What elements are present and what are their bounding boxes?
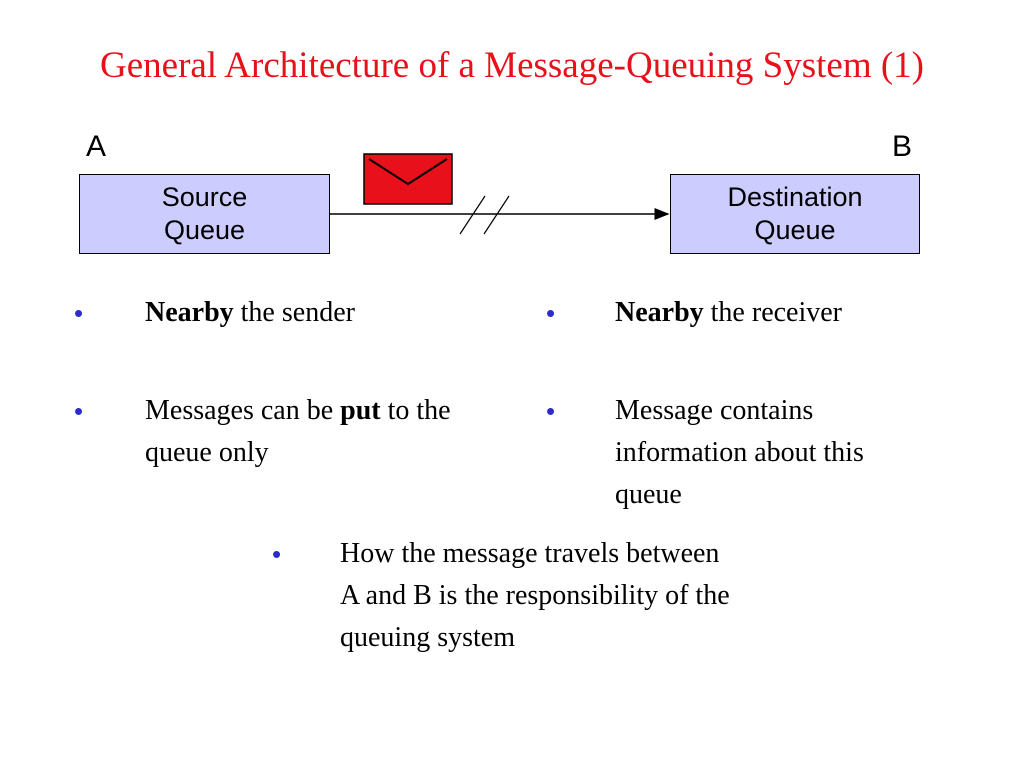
bullet-right-2-text: Message contains information about this … [615,395,864,510]
bullet-left-2: • Messages can be put to the queue only [70,390,510,474]
break-mark-1 [459,195,486,235]
bullet-bottom-text: How the message travels between A and B … [340,538,730,653]
source-queue-line2: Queue [163,215,246,245]
envelope-icon [363,153,453,205]
diagram-connectors [330,153,670,235]
bullet-right-1-bold: Nearby [615,297,704,328]
bullet-left-1-text: Nearby the sender [145,292,505,334]
bullet-left-2-post: to the queue only [145,395,451,468]
bullet-right-1-text: Nearby the receiver [615,292,975,334]
bullet-left-1-rest: the sender [233,297,355,328]
bullet-symbol: • [546,298,556,328]
source-queue-line1: Source [161,182,248,213]
bullet-left-1-bold: Nearby [145,297,234,328]
bullet-left-2-text: Messages can be put to the queue only [145,390,490,474]
source-queue-box: Source Queue [79,174,330,254]
bullet-left-1: • Nearby the sender [70,292,510,334]
bullet-symbol: • [74,298,84,328]
bullet-left-2-bold: put [340,395,381,426]
node-a-label: A [86,130,107,163]
bullet-symbol: • [74,396,84,426]
destination-queue-box: Destination Queue [670,174,920,254]
break-mark-2 [483,195,510,235]
bullet-right-1: • Nearby the receiver [542,292,982,334]
bullet-symbol: • [546,396,556,426]
bullet-symbol: • [272,539,282,569]
bullet-left-2-pre: Messages can be [145,395,341,426]
destination-queue-line1: Destination [727,182,863,213]
bullet-right-1-rest: the receiver [703,297,843,328]
bullet-right-2: • Message contains information about thi… [542,390,982,516]
bullet-bottom: • How the message travels between A and … [268,533,748,701]
destination-queue-line2: Queue [754,215,836,245]
slide-title: General Architecture of a Message-Queuin… [100,45,924,86]
node-b-label: B [892,130,913,163]
